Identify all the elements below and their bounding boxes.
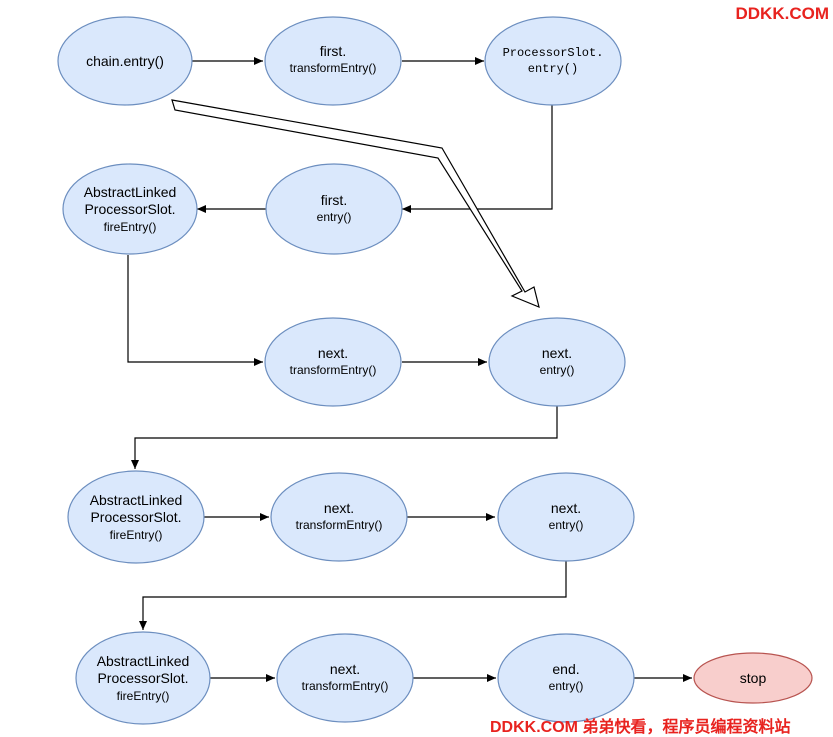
node-next-entry-2[interactable]: next. entry() [497,472,635,562]
node-label-line: transformEntry() [290,61,377,75]
edge-next-entry-1-to-fire-entry-2 [131,406,558,469]
node-processor-slot-entry[interactable]: ProcessorSlot. entry() [484,16,622,106]
node-label-line: ProcessorSlot. [84,201,175,217]
node-label-line: transformEntry() [290,363,377,377]
node-label-line: chain.entry() [86,53,164,69]
node-next-transform-entry-3-label: next. transformEntry() [302,661,389,693]
node-first-entry[interactable]: first. entry() [265,163,403,255]
node-label-line: fireEntry() [104,220,157,234]
node-label-line: next. [318,345,348,361]
node-next-transform-entry-2[interactable]: next. transformEntry() [270,472,408,562]
node-first-entry-label: first. entry() [317,192,352,224]
node-label-line: entry() [540,363,575,377]
node-next-entry-1[interactable]: next. entry() [488,317,626,407]
node-label-line: AbstractLinked [84,184,177,200]
node-next-entry-2-label: next. entry() [549,500,584,532]
node-processor-slot-entry-label: ProcessorSlot. entry() [503,46,604,76]
edge-slot-entry-to-first-entry [402,104,553,213]
node-label-line: entry() [549,518,584,532]
node-first-transform-entry-label: first. transformEntry() [290,43,377,75]
watermark-top: DDKK.COM [735,4,830,23]
node-label-line: fireEntry() [117,689,170,703]
node-label-line: next. [330,661,360,677]
node-label-line: AbstractLinked [90,492,183,508]
flow-direction-arrow [171,99,540,309]
node-label-line: entry() [549,679,584,693]
node-label-line: fireEntry() [110,528,163,542]
node-label-line: entry() [528,62,578,76]
node-next-entry-1-label: next. entry() [540,345,575,377]
node-stop[interactable]: stop [693,652,813,704]
node-label-line: next. [324,500,354,516]
node-next-transform-entry-1[interactable]: next. transformEntry() [264,317,402,407]
node-label-line: transformEntry() [296,518,383,532]
node-label-line: ProcessorSlot. [97,670,188,686]
node-first-transform-entry[interactable]: first. transformEntry() [264,16,402,106]
node-label-line: first. [321,192,347,208]
node-label-line: next. [551,500,581,516]
node-label-line: next. [542,345,572,361]
node-label-line: entry() [317,210,352,224]
node-label-line: stop [740,670,767,686]
node-chain-entry-label: chain.entry() [86,53,164,69]
node-stop-label: stop [740,670,767,686]
edge-fire-entry-1-to-next-transform-1 [127,255,263,366]
node-label-line: end. [552,661,579,677]
edge-next-entry-2-to-fire-entry-3 [139,561,567,630]
node-label-line: transformEntry() [302,679,389,693]
node-end-entry[interactable]: end. entry() [497,633,635,723]
node-label-line: ProcessorSlot. [503,46,604,60]
node-end-entry-label: end. entry() [549,661,584,693]
node-next-transform-entry-1-label: next. transformEntry() [290,345,377,377]
node-label-line: AbstractLinked [97,653,190,669]
node-label-line: first. [320,43,346,59]
node-next-transform-entry-3[interactable]: next. transformEntry() [276,633,414,723]
node-label-line: ProcessorSlot. [90,509,181,525]
edges [127,57,692,682]
node-next-transform-entry-2-label: next. transformEntry() [296,500,383,532]
node-chain-entry[interactable]: chain.entry() [57,16,193,106]
watermark-bottom: DDKK.COM 弟弟快看，程序员编程资料站 [490,719,791,736]
